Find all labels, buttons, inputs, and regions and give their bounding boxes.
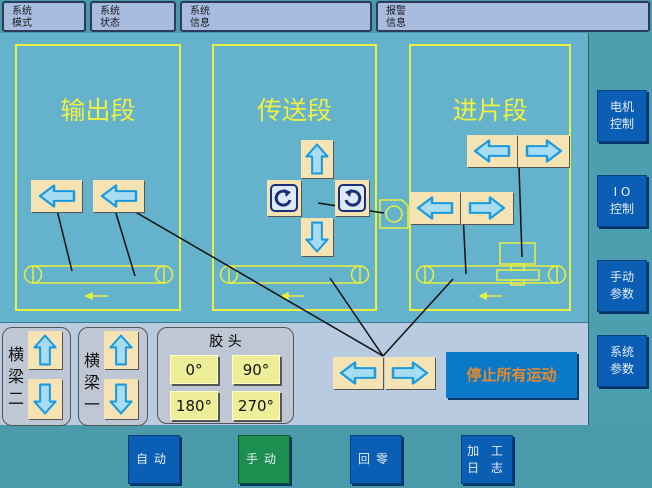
process-log-button[interactable]: 加 工 日 志	[461, 435, 513, 484]
output-left-2-button[interactable]	[93, 180, 144, 212]
output-section: 输出段	[15, 44, 181, 311]
arrow-left-icon	[38, 184, 75, 208]
arrow-left-icon	[339, 361, 377, 385]
machine-diagram-panel: 输出段 传送段 进片段	[0, 33, 588, 322]
link-lines	[56, 135, 523, 357]
arrow-right-icon	[468, 196, 506, 220]
tab-alarm-info[interactable]: 报警 信息	[376, 1, 650, 32]
arrow-down-icon	[109, 383, 133, 415]
output-section-title: 输出段	[60, 96, 136, 125]
beam2-label: 横 梁 二	[7, 345, 24, 408]
transfer-section-title: 传送段	[256, 96, 332, 125]
direction-arrows	[84, 291, 502, 301]
feed-conveyor	[415, 265, 567, 284]
arrow-left-icon	[416, 196, 454, 220]
glue-angle-90-button[interactable]: 90°	[232, 355, 280, 384]
feed-section: 进片段	[409, 44, 571, 311]
arrow-left-icon	[473, 139, 511, 163]
rotate-counterclockwise-icon	[338, 184, 366, 212]
beam1-up-button[interactable]	[104, 331, 138, 369]
stop-all-motion-button[interactable]: 停止所有运动	[446, 352, 577, 398]
arrow-down-icon	[33, 383, 57, 415]
rotate-clockwise-icon	[270, 184, 298, 212]
glue-head-title: 胶 头	[209, 334, 242, 350]
auto-mode-button[interactable]: 自动	[128, 435, 180, 484]
arrow-down-icon	[305, 221, 329, 253]
transfer-up-button[interactable]	[301, 140, 333, 178]
beam1-label: 横 梁 一	[83, 351, 100, 414]
beam2-up-button[interactable]	[28, 331, 62, 369]
arrow-up-icon	[109, 334, 133, 366]
tab-system-info[interactable]: 系统 信息	[180, 1, 372, 32]
transfer-rotate-ccw-button[interactable]	[335, 180, 369, 216]
transfer-down-button[interactable]	[301, 218, 333, 256]
home-button[interactable]: 回零	[350, 435, 402, 484]
transfer-section: 传送段	[212, 44, 377, 311]
arrow-up-icon	[33, 334, 57, 366]
glue-angle-180-button[interactable]: 180°	[170, 391, 218, 420]
transfer-out-left-button[interactable]	[333, 357, 383, 389]
arrow-up-icon	[305, 143, 329, 175]
transfer-rotate-cw-button[interactable]	[267, 180, 301, 216]
glue-head-group: 胶 头 0° 90° 180° 270°	[157, 327, 294, 424]
feed-upper-right-button[interactable]	[518, 135, 569, 167]
feed-lower-left-button[interactable]	[410, 192, 460, 224]
glue-angle-0-button[interactable]: 0°	[170, 355, 218, 384]
feed-lower-right-button[interactable]	[461, 192, 513, 224]
manual-control-panel: 横 梁 二 横 梁 一 胶 头 0° 90° 180° 270°	[0, 322, 588, 426]
manual-mode-button[interactable]: 手动	[238, 435, 290, 484]
output-conveyor	[23, 265, 174, 284]
tab-system-mode[interactable]: 系统 模式	[2, 1, 86, 32]
io-control-button[interactable]: I O 控制	[597, 175, 647, 227]
feed-section-title: 进片段	[452, 96, 528, 125]
feed-carriage	[496, 242, 540, 286]
output-left-1-button[interactable]	[31, 180, 82, 212]
roller-icon	[379, 199, 409, 229]
system-params-button[interactable]: 系统 参数	[597, 335, 647, 387]
arrow-right-icon	[391, 361, 429, 385]
side-menu: 电机 控制 I O 控制 手动 参数 系统 参数	[588, 33, 652, 425]
arrow-right-icon	[525, 139, 562, 163]
glue-angle-270-button[interactable]: 270°	[232, 391, 280, 420]
tab-system-status[interactable]: 系统 状态	[90, 1, 176, 32]
transfer-out-right-button[interactable]	[385, 357, 435, 389]
motor-control-button[interactable]: 电机 控制	[597, 90, 647, 142]
beam2-down-button[interactable]	[28, 379, 62, 419]
manual-params-button[interactable]: 手动 参数	[597, 260, 647, 312]
feed-upper-left-button[interactable]	[467, 135, 517, 167]
beam1-down-button[interactable]	[104, 379, 138, 419]
arrow-left-icon	[100, 184, 137, 208]
